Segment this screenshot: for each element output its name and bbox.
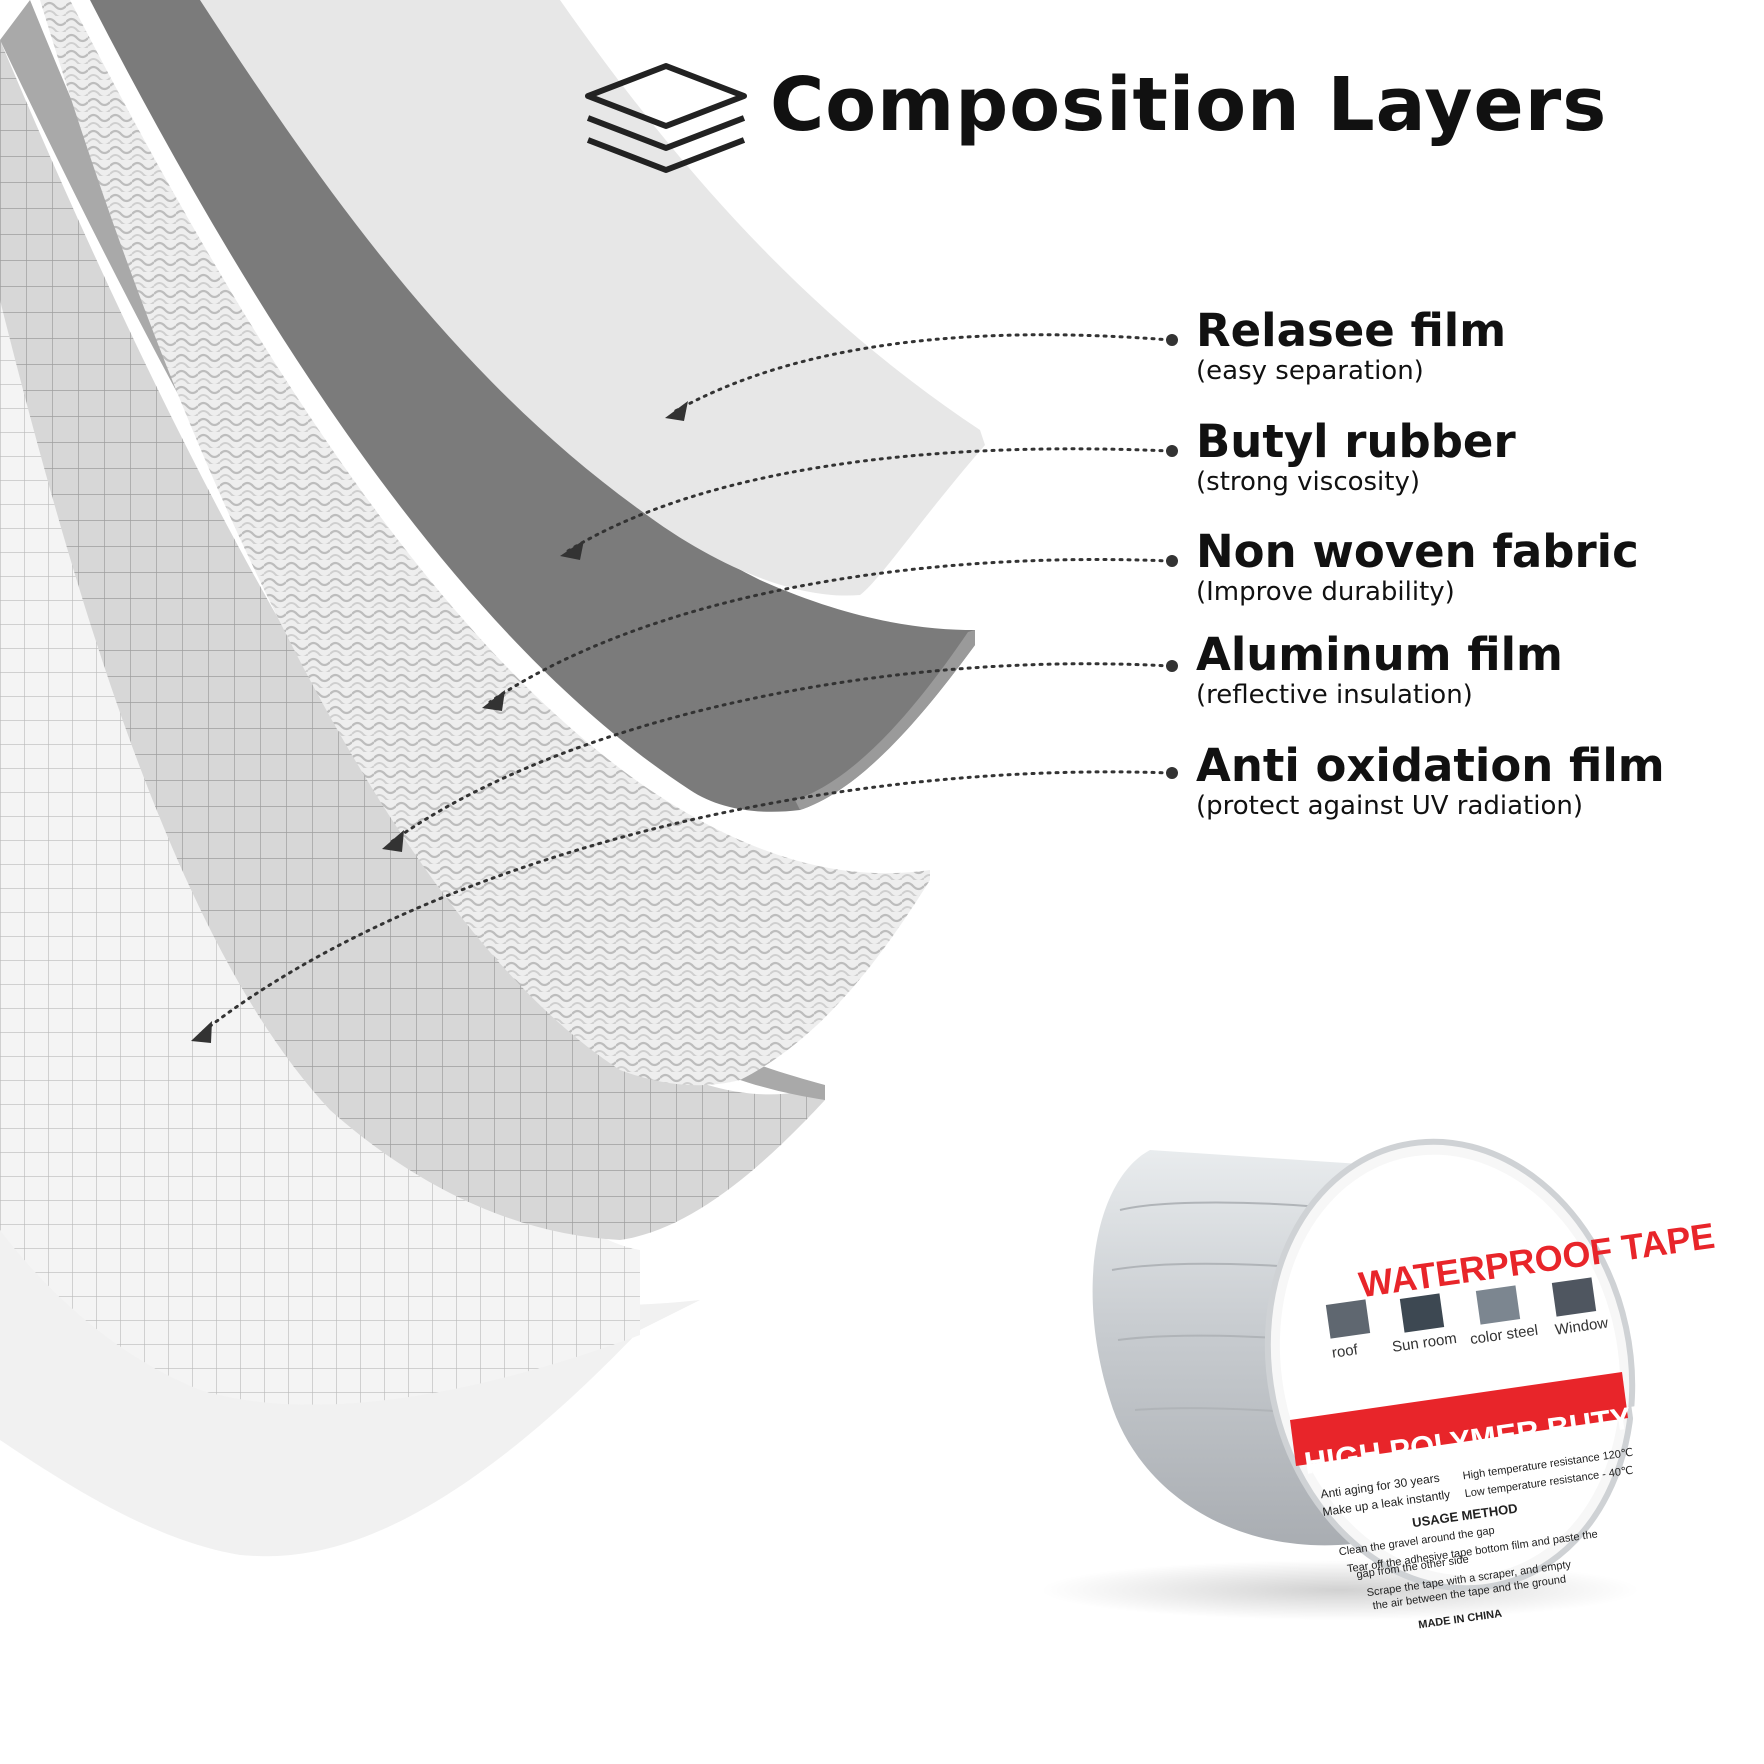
leader-dot <box>1166 334 1178 346</box>
layer-label-aluminum-film: Aluminum film (reflective insulation) <box>1196 628 1563 711</box>
leader-dot <box>1166 767 1178 779</box>
arrowhead-icon <box>382 830 404 852</box>
layer-label-non-woven-fabric: Non woven fabric (Improve durability) <box>1196 525 1639 608</box>
layer-description: (reflective insulation) <box>1196 680 1473 710</box>
leader-line-release-film <box>670 333 1172 415</box>
leader-dot <box>1166 555 1178 567</box>
product-roll-image <box>1040 1138 1640 1620</box>
release-film-layer <box>200 0 985 596</box>
layer-description: (easy separation) <box>1196 356 1424 386</box>
layer-description: (Improve durability) <box>1196 577 1455 607</box>
arrowhead-icon <box>560 540 584 560</box>
layer-name: Anti oxidation film <box>1196 739 1665 792</box>
layer-description: (strong viscosity) <box>1196 467 1421 497</box>
layer-label-butyl-rubber: Butyl rubber (strong viscosity) <box>1196 415 1516 498</box>
application-label-roof: roof <box>1331 1341 1360 1362</box>
butyl-rubber-layer <box>90 0 975 812</box>
product-banner <box>1290 1372 1628 1466</box>
layer-description: (protect against UV radiation) <box>1196 791 1584 821</box>
layer-name: Non woven fabric <box>1196 525 1639 578</box>
arrowhead-icon <box>191 1021 212 1043</box>
layer-name: Butyl rubber <box>1196 415 1516 468</box>
leader-line-fabric <box>488 558 1172 704</box>
arrowhead-icon <box>665 401 688 421</box>
layer-label-release-film: Relasee film (easy separation) <box>1196 304 1507 387</box>
fabric-layer <box>40 0 930 1086</box>
stacked-layers-icon <box>585 63 747 173</box>
arrowhead-icon <box>482 690 505 711</box>
layer-name: Relasee film <box>1196 304 1507 357</box>
page-title: Composition Layers <box>770 62 1608 148</box>
layer-name: Aluminum film <box>1196 628 1563 681</box>
leader-dot <box>1166 445 1178 457</box>
leader-line-butyl-rubber <box>566 447 1172 553</box>
leader-line-anti-oxidation <box>198 770 1172 1036</box>
leader-dot <box>1166 660 1178 672</box>
layer-label-anti-oxidation-film: Anti oxidation film (protect against UV … <box>1196 739 1665 822</box>
